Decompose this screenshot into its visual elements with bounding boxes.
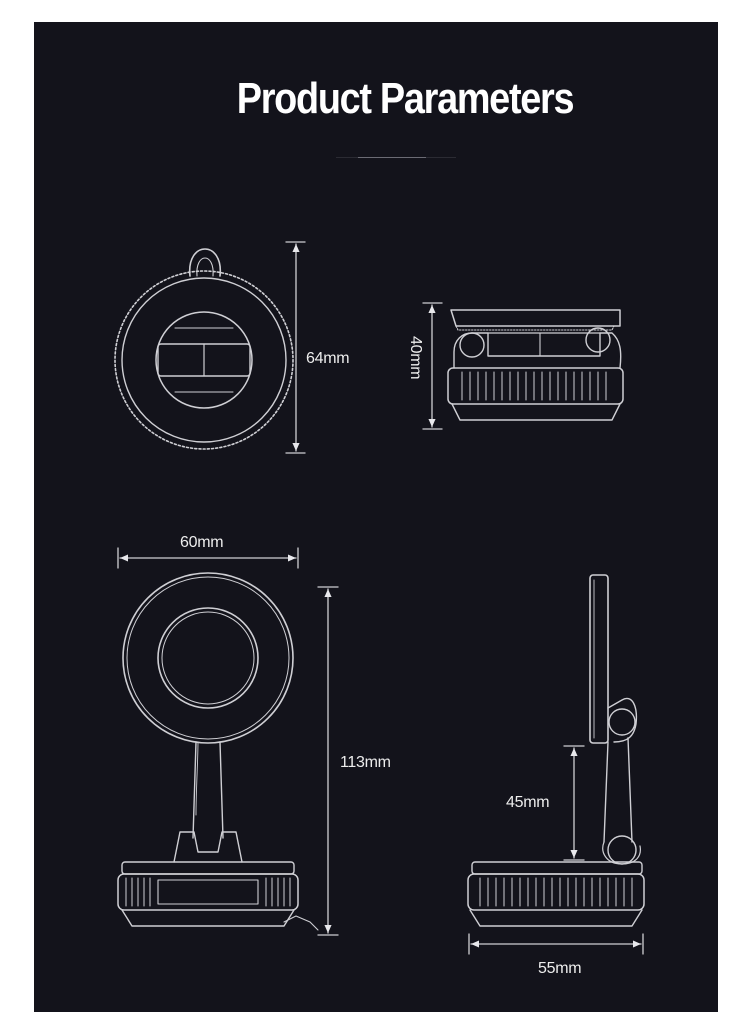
front-width-label: 60mm	[180, 534, 224, 551]
top-side-height-dimension	[422, 302, 443, 430]
title-divider	[358, 157, 426, 158]
side-base-width-dimension	[468, 933, 644, 955]
side-arm-height-dimension	[563, 745, 585, 861]
side-base-width-label: 55mm	[538, 960, 582, 977]
ring-mount-side-icon	[447, 309, 624, 421]
front-height-label: 113mm	[340, 754, 391, 771]
stand-front-icon	[117, 572, 319, 931]
front-width-dimension	[117, 547, 299, 569]
top-front-height-label: 64mm	[306, 350, 350, 367]
top-front-height-dimension	[285, 241, 306, 454]
side-arm-height-label: 45mm	[506, 794, 550, 811]
page-title: Product Parameters	[236, 74, 575, 123]
front-height-dimension	[317, 586, 339, 936]
stand-side-icon	[467, 574, 645, 927]
ring-mount-front-icon	[114, 248, 294, 450]
content-panel	[34, 22, 718, 1012]
top-side-height-label: 40mm	[407, 336, 424, 380]
